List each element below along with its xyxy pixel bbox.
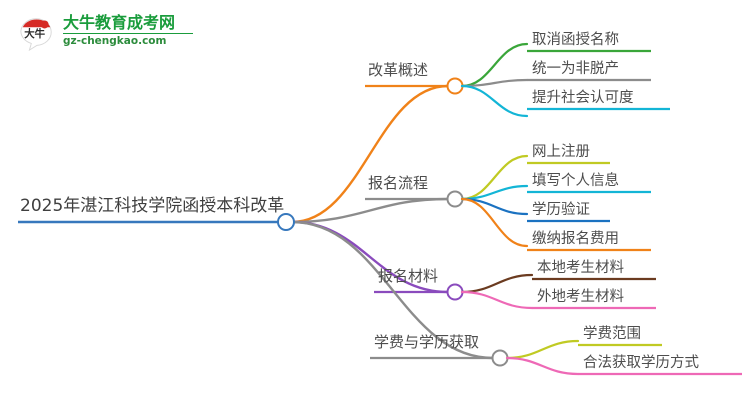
logo-subtitle: gz-chengkao.com (63, 33, 193, 48)
branch-3-child-2-connector (460, 290, 534, 310)
branch-1-connector (290, 84, 450, 224)
branch-2-label[interactable]: 报名流程 (368, 174, 429, 192)
branch-1-label[interactable]: 改革概述 (368, 61, 429, 79)
svg-text:大牛: 大牛 (24, 27, 45, 40)
branch-4-connector (290, 220, 495, 360)
branch-4-child-2-connector (505, 356, 580, 376)
branch-2-node[interactable] (446, 190, 464, 208)
branch-3-node[interactable] (446, 283, 464, 301)
branch-4-node[interactable] (491, 349, 509, 367)
logo-title: 大牛教育成考网 (63, 13, 176, 32)
branch-2-child-3-label[interactable]: 学历验证 (532, 202, 590, 218)
site-logo[interactable]: 大牛 大牛教育成考网 gz-chengkao.com (18, 12, 193, 54)
branch-4-child-2-label[interactable]: 合法获取学历方式 (583, 355, 699, 371)
branch-3-label[interactable]: 报名材料 (378, 267, 439, 285)
branch-1-child-1-label[interactable]: 取消函授名称 (532, 32, 619, 48)
branch-2-child-4-label[interactable]: 缴纳报名费用 (532, 231, 619, 247)
branch-3-child-1-label[interactable]: 本地考生材料 (537, 260, 624, 276)
branch-1-child-3-connector (460, 84, 529, 118)
branch-2-child-4-connector (460, 197, 529, 248)
branch-1-child-2-connector (460, 78, 529, 88)
branch-1-child-1-connector (460, 42, 529, 88)
branch-1-child-2-label[interactable]: 统一为非脱产 (532, 61, 619, 77)
branch-2-child-1-label[interactable]: 网上注册 (532, 144, 590, 160)
branch-2-child-2-label[interactable]: 填写个人信息 (532, 173, 619, 189)
daniu-mark-icon: 大牛 (20, 18, 52, 52)
branch-1-child-3-label[interactable]: 提升社会认可度 (532, 90, 634, 106)
branch-4-child-1-label[interactable]: 学费范围 (583, 326, 641, 342)
branch-3-child-2-label[interactable]: 外地考生材料 (537, 289, 624, 305)
logo-text-block: 大牛教育成考网 gz-chengkao.com (63, 13, 193, 48)
root-node[interactable] (277, 213, 295, 231)
branch-4-label[interactable]: 学费与学历获取 (374, 333, 480, 351)
root-label[interactable]: 2025年湛江科技学院函授本科改革 (20, 196, 285, 216)
branch-1-node[interactable] (446, 77, 464, 95)
branch-2-connector (290, 197, 450, 224)
branch-4-child-1-connector (505, 339, 580, 360)
branch-3-child-1-connector (460, 273, 534, 294)
